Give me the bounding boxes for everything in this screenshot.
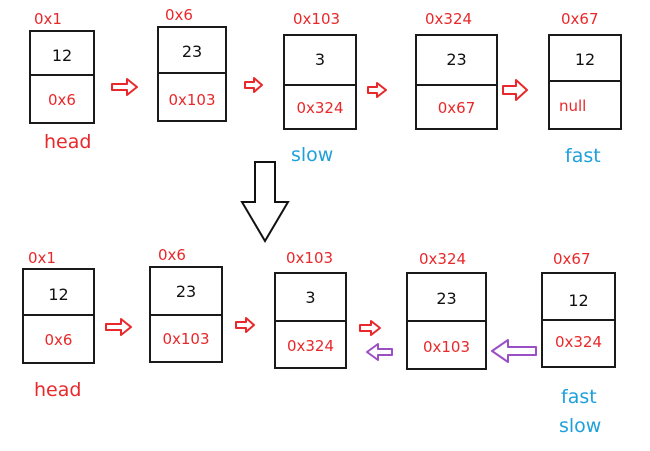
node-address: 0x324 xyxy=(425,10,473,28)
node-value: 23 xyxy=(181,42,203,61)
node-value: 12 xyxy=(51,46,73,65)
right-arrow-icon xyxy=(111,78,138,96)
node-address: 0x6 xyxy=(158,246,186,264)
node-value: 12 xyxy=(48,285,69,304)
node-next-pointer: 0x6 xyxy=(48,91,76,109)
node-next-pointer: 0x103 xyxy=(162,330,210,348)
node-value: 23 xyxy=(446,50,467,69)
node-divider xyxy=(159,72,225,74)
list-node: 12 0x6 xyxy=(22,268,95,364)
node-address: 0x103 xyxy=(293,10,341,28)
right-arrow-icon xyxy=(244,77,263,93)
node-divider xyxy=(543,319,614,321)
node-value: 3 xyxy=(305,288,316,307)
node-next-pointer: 0x103 xyxy=(168,91,216,109)
node-value: 23 xyxy=(436,289,457,308)
node-next-pointer: 0x6 xyxy=(44,331,73,349)
fast-pointer-label: fast xyxy=(561,386,597,408)
list-node: 23 0x103 xyxy=(157,26,227,122)
node-next-pointer: 0x103 xyxy=(422,338,471,356)
list-node: 12 0x324 xyxy=(541,272,616,368)
fast-pointer-label: fast xyxy=(565,145,601,167)
node-divider xyxy=(151,314,221,316)
node-value: 12 xyxy=(568,291,589,310)
node-value: 23 xyxy=(175,282,197,301)
node-next-pointer: 0x324 xyxy=(286,337,335,355)
list-node: 3 0x324 xyxy=(283,34,357,130)
slow-pointer-label: slow xyxy=(291,144,334,166)
node-divider xyxy=(408,320,485,322)
node-address: 0x67 xyxy=(561,10,599,28)
node-address: 0x1 xyxy=(34,10,62,28)
node-divider xyxy=(276,320,345,322)
node-value: 3 xyxy=(314,50,326,69)
node-divider xyxy=(550,80,620,82)
list-node: 12 0x6 xyxy=(29,30,95,124)
list-node: 23 0x103 xyxy=(149,266,223,363)
left-arrow-icon xyxy=(366,343,393,361)
down-arrow-icon xyxy=(240,161,290,243)
node-next-pointer: 0x67 xyxy=(437,99,476,117)
right-arrow-icon xyxy=(502,79,528,101)
left-arrow-icon xyxy=(491,339,537,363)
head-label: head xyxy=(34,379,82,401)
head-label: head xyxy=(44,131,92,153)
node-address: 0x1 xyxy=(28,249,56,267)
node-next-pointer: null xyxy=(559,97,587,115)
slow-pointer-label: slow xyxy=(559,415,602,437)
node-value: 12 xyxy=(574,50,596,69)
list-node: 3 0x324 xyxy=(274,272,347,369)
node-address: 0x324 xyxy=(419,250,467,268)
node-divider xyxy=(31,74,93,76)
node-divider xyxy=(285,84,355,86)
right-arrow-icon xyxy=(367,82,387,98)
node-address: 0x103 xyxy=(286,249,334,267)
node-divider xyxy=(24,314,93,316)
right-arrow-icon xyxy=(359,320,381,336)
node-next-pointer: 0x324 xyxy=(554,333,603,351)
list-node: 12 null xyxy=(548,34,622,130)
node-address: 0x6 xyxy=(165,6,193,24)
node-address: 0x67 xyxy=(553,250,591,268)
right-arrow-icon xyxy=(235,317,255,333)
right-arrow-icon xyxy=(105,318,132,336)
list-node: 23 0x103 xyxy=(406,272,487,370)
node-next-pointer: 0x324 xyxy=(296,99,344,117)
node-divider xyxy=(417,84,496,86)
list-node: 23 0x67 xyxy=(415,34,498,130)
